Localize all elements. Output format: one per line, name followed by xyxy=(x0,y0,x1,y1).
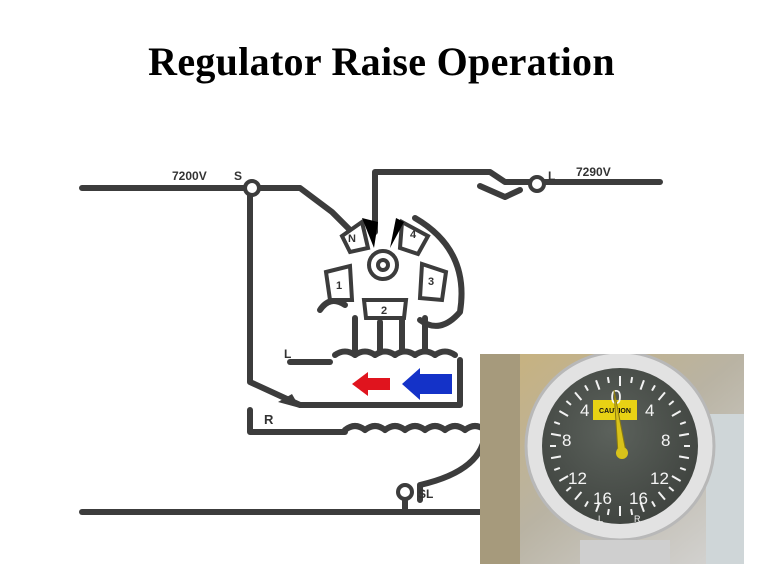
gauge-tick xyxy=(550,432,562,437)
gauge-tick xyxy=(679,466,687,471)
gauge-left-12: 12 xyxy=(568,469,587,488)
selector-arc-left xyxy=(317,298,348,313)
gauge-tick xyxy=(657,491,666,501)
terminal-sl-label: SL xyxy=(418,487,433,501)
gauge-tick xyxy=(553,466,561,471)
gauge-right-16: 16 xyxy=(629,489,648,508)
load-voltage-label: 7290V xyxy=(576,165,611,179)
tap-label-3: 3 xyxy=(428,276,434,288)
gauge-tick xyxy=(574,491,583,501)
gauge-tick xyxy=(595,502,601,513)
gauge-tick xyxy=(595,379,601,390)
gauge-housing-base xyxy=(580,540,670,564)
tap-label-4: 4 xyxy=(410,229,417,241)
tap-selector xyxy=(323,218,449,320)
slide-title: Regulator Raise Operation xyxy=(148,39,615,84)
gauge-tick xyxy=(565,486,572,492)
gauge-left-16: 16 xyxy=(593,489,612,508)
gauge-tick xyxy=(584,384,589,392)
gauge-tick xyxy=(678,455,690,460)
tap-label-n: N xyxy=(348,233,356,245)
selector-hub-center xyxy=(376,258,390,272)
gauge-tick xyxy=(657,391,666,401)
winding-r-lead xyxy=(247,407,348,435)
tap-2-contact xyxy=(361,298,409,320)
tap-3-contact xyxy=(417,261,449,303)
gauge-tick xyxy=(630,508,634,516)
gauge-tick xyxy=(550,455,562,460)
terminal-l-label: L xyxy=(548,169,555,183)
selector-arc-right xyxy=(412,215,465,329)
gauge-tick xyxy=(668,486,675,492)
gauge-tick xyxy=(558,410,569,417)
source-line xyxy=(79,185,355,235)
terminal-s-bushing xyxy=(243,179,261,197)
gauge-tick xyxy=(558,475,569,482)
movable-contact-left xyxy=(362,218,378,248)
tap-label-2: 2 xyxy=(381,305,387,317)
tap-label-1: 1 xyxy=(336,280,342,292)
gauge-bottom-right: R xyxy=(634,514,641,524)
gauge-pivot xyxy=(616,447,628,459)
gauge-tick xyxy=(565,400,572,406)
gauge-tick xyxy=(630,376,634,384)
gauge-left-4: 4 xyxy=(580,401,589,420)
gauge-tick xyxy=(639,379,645,390)
winding-r-label: R xyxy=(264,412,274,427)
position-indicator-photo: CAUTION 0 4 4 8 8 12 12 16 16 L R xyxy=(480,354,744,564)
terminal-l-bushing xyxy=(528,175,546,193)
gauge-right-4: 4 xyxy=(645,401,654,420)
load-line xyxy=(372,169,663,235)
tap-1-contact xyxy=(323,263,355,302)
red-arrow xyxy=(352,372,390,396)
gauge-right-12: 12 xyxy=(650,469,669,488)
load-line-stub xyxy=(477,183,523,200)
gauge-tick xyxy=(639,502,645,513)
gauge-tick xyxy=(553,421,561,426)
gauge-tick xyxy=(584,500,589,508)
movable-contact-right xyxy=(390,218,404,248)
gauge-tick xyxy=(651,500,656,508)
blue-arrow xyxy=(402,368,452,400)
left-feed xyxy=(247,185,463,408)
source-voltage-label: 7200V xyxy=(172,169,207,183)
gauge-tick xyxy=(668,400,675,406)
tap-n-contact xyxy=(339,218,371,255)
gauge-tick xyxy=(606,508,610,516)
tap-4-contact xyxy=(397,218,431,257)
terminal-sl-bushing xyxy=(396,483,414,501)
gauge-tick xyxy=(606,376,610,384)
gauge-tick xyxy=(574,391,583,401)
gauge-tick xyxy=(678,432,690,437)
gauge-tick xyxy=(679,421,687,426)
selector-link xyxy=(352,315,428,353)
terminal-s-label: S xyxy=(234,169,242,183)
series-coil xyxy=(332,348,458,358)
gauge-tick xyxy=(651,384,656,392)
gauge-bottom-left: L xyxy=(598,514,603,524)
winding-l-label: L xyxy=(284,347,291,361)
r-switch xyxy=(278,394,300,408)
shunt-coil xyxy=(342,423,488,433)
gauge-right-8: 8 xyxy=(661,431,670,450)
gauge-tick xyxy=(671,475,682,482)
gauge-left-8: 8 xyxy=(562,431,571,450)
gauge-tick xyxy=(671,410,682,417)
